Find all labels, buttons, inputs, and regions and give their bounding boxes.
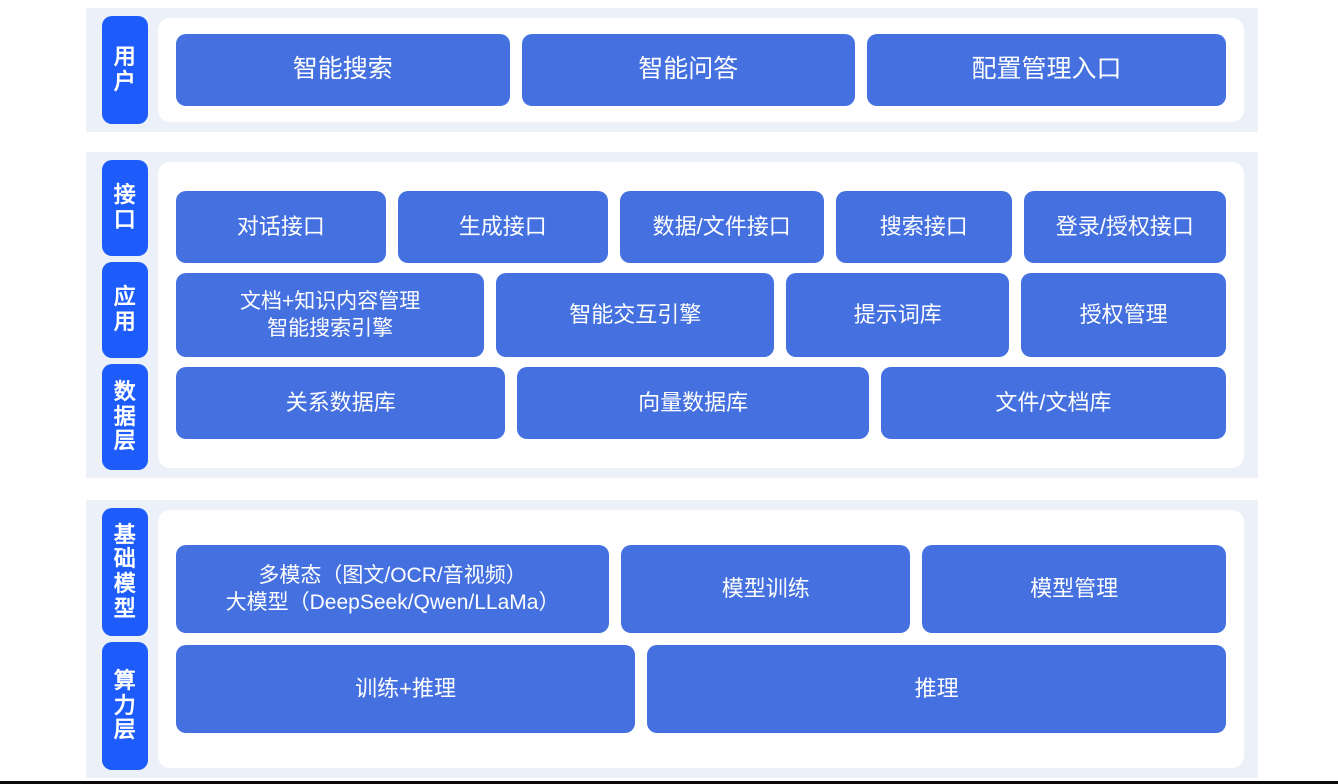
side-label-foundation-model: 基础模型 [102,508,148,636]
side-label-foundation-model-text: 基础模型 [113,521,137,621]
row-data: 关系数据库 向量数据库 文件/文档库 [176,367,1227,439]
side-label-application: 应用 [102,262,148,358]
side-label-data-text: 数据层 [113,379,137,454]
label-column-infrastructure: 基础模型 算力层 [86,500,148,778]
node-file-document-store[interactable]: 文件/文档库 [880,367,1227,439]
band-infrastructure: 基础模型 算力层 多模态（图文/OCR/音视频） 大模型（DeepSeek/Qw… [86,500,1258,778]
node-model-management[interactable]: 模型管理 [922,545,1226,633]
row-user-entries: 智能搜索 智能问答 配置管理入口 [176,34,1226,106]
side-label-user-text: 用户 [113,44,137,94]
side-label-compute: 算力层 [102,642,148,770]
band-user: 用户 智能搜索 智能问答 配置管理入口 [86,8,1258,132]
side-label-compute-text: 算力层 [113,668,137,743]
node-intelligent-qa[interactable]: 智能问答 [521,34,856,106]
card-infrastructure: 多模态（图文/OCR/音视频） 大模型（DeepSeek/Qwen/LLaMa）… [158,510,1244,768]
row-compute: 训练+推理 推理 [176,645,1226,733]
node-document-knowledge-management[interactable]: 文档+知识内容管理 智能搜索引擎 [176,273,485,357]
band-platform: 接口 应用 数据层 对话接口 生成接口 数据/文件接口 搜索接口 登录/授权接口… [86,152,1258,478]
side-label-data: 数据层 [102,364,148,470]
side-label-user: 用户 [102,16,148,124]
side-label-interface-text: 接口 [113,182,137,232]
node-relational-database[interactable]: 关系数据库 [176,367,506,439]
node-generation-api[interactable]: 生成接口 [397,191,608,263]
card-user: 智能搜索 智能问答 配置管理入口 [158,18,1244,122]
row-application: 文档+知识内容管理 智能搜索引擎 智能交互引擎 提示词库 授权管理 [176,273,1226,357]
node-login-auth-api[interactable]: 登录/授权接口 [1023,191,1226,263]
node-config-management-entry[interactable]: 配置管理入口 [867,34,1226,106]
node-multimodal-large-model[interactable]: 多模态（图文/OCR/音视频） 大模型（DeepSeek/Qwen/LLaMa） [176,545,610,633]
node-inference[interactable]: 推理 [647,645,1226,733]
card-platform: 对话接口 生成接口 数据/文件接口 搜索接口 登录/授权接口 文档+知识内容管理… [158,162,1244,468]
node-vector-database[interactable]: 向量数据库 [517,367,869,439]
node-authorization-management[interactable]: 授权管理 [1021,273,1226,357]
node-interaction-engine[interactable]: 智能交互引擎 [496,273,775,357]
bottom-divider [0,781,1338,784]
row-interface: 对话接口 生成接口 数据/文件接口 搜索接口 登录/授权接口 [176,191,1226,263]
side-label-application-text: 应用 [113,284,137,334]
row-model: 多模态（图文/OCR/音视频） 大模型（DeepSeek/Qwen/LLaMa）… [176,545,1226,633]
node-intelligent-search[interactable]: 智能搜索 [176,34,510,106]
label-column-platform: 接口 应用 数据层 [86,152,148,478]
node-model-training[interactable]: 模型训练 [621,545,911,633]
node-search-api[interactable]: 搜索接口 [835,191,1012,263]
node-prompt-library[interactable]: 提示词库 [786,273,1010,357]
node-training-inference[interactable]: 训练+推理 [176,645,636,733]
label-column-user: 用户 [86,8,148,132]
node-data-file-api[interactable]: 数据/文件接口 [619,191,824,263]
side-label-interface: 接口 [102,160,148,256]
node-dialog-api[interactable]: 对话接口 [176,191,386,263]
